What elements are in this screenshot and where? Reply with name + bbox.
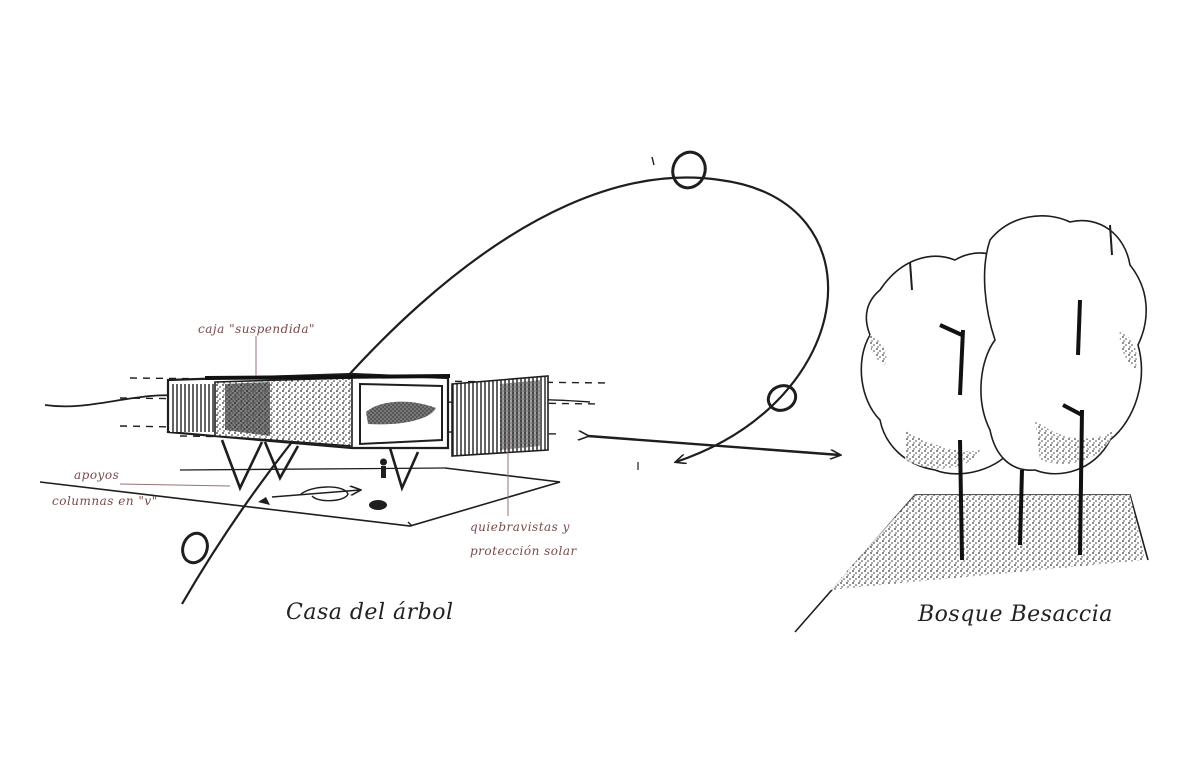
annotation-sunscreen-line2: protección solar (470, 544, 577, 558)
caption-house: Casa del árbol (286, 600, 454, 625)
annotation-suspended-box: caja "suspendida" (198, 322, 316, 336)
caption-forest: Bosque Besaccia (918, 602, 1113, 627)
suspended-box (166, 372, 451, 450)
distance-arrow (588, 436, 840, 455)
annotation-supports-line1: apoyos (74, 468, 120, 482)
sunscreen-louvers (451, 375, 549, 457)
annotation-sunscreen-line1: quiebravistas y (470, 520, 570, 534)
sun-symbol-top (671, 150, 707, 190)
v-columns (220, 439, 420, 492)
annotation-supports-line2: columnas en "v" (52, 494, 158, 508)
sun-symbol-left (181, 531, 209, 565)
sun-symbol-right (766, 384, 798, 412)
forest-trees (860, 215, 1147, 475)
ground-plane (39, 467, 561, 527)
